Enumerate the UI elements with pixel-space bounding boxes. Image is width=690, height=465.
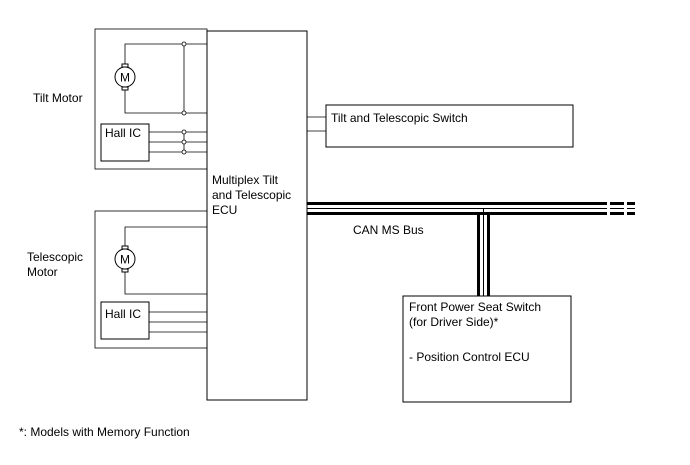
- seat-switch-label-line1: Front Power Seat Switch: [409, 300, 541, 314]
- tilt-motor-terminal-bottom: [121, 86, 129, 91]
- junction-dot: [181, 129, 187, 135]
- telescopic-motor-terminal-top: [121, 245, 129, 250]
- telescopic-motor-terminal-bottom: [121, 268, 129, 273]
- telescopic-hall-ic-label: Hall IC: [105, 307, 141, 321]
- tilt-telescopic-switch-label: Tilt and Telescopic Switch: [331, 111, 468, 125]
- junction-dot: [181, 110, 187, 116]
- tilt-hall-ic-box: [100, 123, 150, 162]
- telescopic-motor-lower-wire: [124, 271, 207, 295]
- ecu-box: [206, 30, 308, 401]
- tilt-motor-lower-wire: [124, 90, 207, 114]
- junction-dot: [181, 149, 187, 155]
- can-bus: [307, 202, 635, 296]
- tilt-motor-m: M: [120, 71, 130, 85]
- telescopic-motor-label-line2: Motor: [27, 265, 58, 279]
- tilt-motor-upper-wire: [124, 43, 207, 64]
- seat-switch-label-line2: (for Driver Side)*: [409, 315, 499, 329]
- telescopic-motor-m: M: [120, 253, 130, 267]
- seat-switch-label-line3: - Position Control ECU: [409, 350, 530, 364]
- ecu-label-line1: Multiplex Tilt: [212, 173, 279, 187]
- footnote: *: Models with Memory Function: [19, 425, 190, 439]
- telescopic-hall-ic-box: [100, 301, 150, 340]
- tilt-motor-label: Tilt Motor: [33, 91, 83, 105]
- tilt-telescopic-switch-box: [325, 104, 574, 148]
- front-power-seat-switch-box: [402, 295, 572, 403]
- can-bus-label: CAN MS Bus: [353, 223, 424, 237]
- junction-dot: [181, 139, 187, 145]
- tilt-hall-ic-label: Hall IC: [105, 126, 141, 140]
- telescopic-motor-upper-wire: [124, 226, 207, 246]
- telescopic-motor-label-line1: Telescopic: [27, 250, 83, 264]
- tilt-motor-terminal-top: [121, 63, 129, 68]
- ecu-label-line2: and Telescopic: [212, 188, 291, 202]
- junction-dot: [181, 41, 187, 47]
- ecu-label-line3: ECU: [212, 203, 237, 217]
